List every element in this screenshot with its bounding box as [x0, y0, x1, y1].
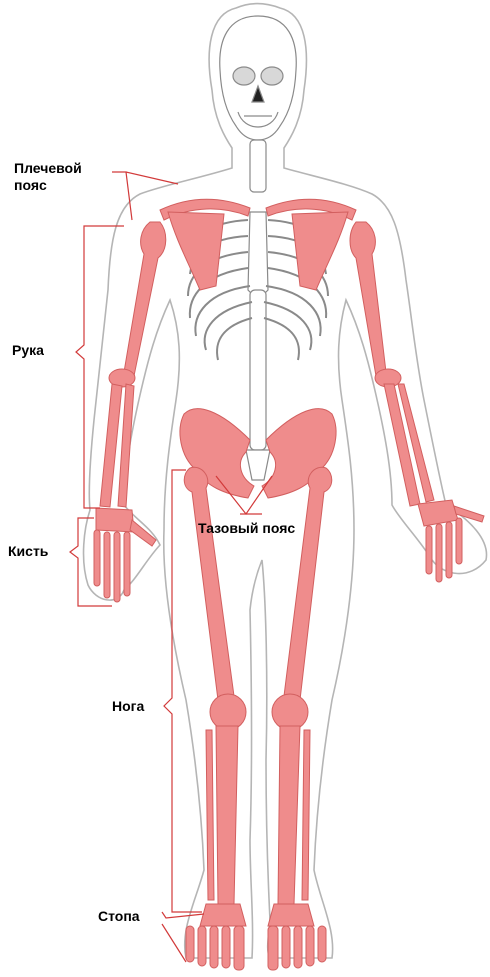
label-hand: Кисть	[8, 543, 48, 560]
left-eye-socket	[233, 67, 255, 85]
left-tibia	[216, 726, 238, 904]
label-foot: Стопа	[98, 908, 140, 925]
left-fibula	[206, 730, 214, 900]
spine	[250, 290, 266, 450]
right-fibula	[302, 730, 310, 900]
label-pelvic-girdle: Тазовый пояс	[198, 520, 295, 537]
label-shoulder-girdle: Плечевой пояс	[14, 160, 110, 194]
label-leg: Нога	[112, 698, 144, 715]
right-eye-socket	[261, 67, 283, 85]
sternum	[248, 212, 268, 300]
cervical-spine	[250, 140, 266, 192]
label-arm: Рука	[12, 342, 44, 359]
